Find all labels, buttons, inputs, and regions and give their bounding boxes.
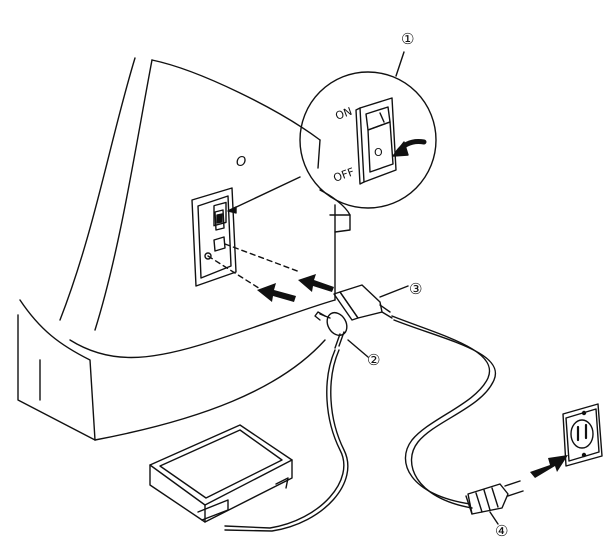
callout-2: ② (367, 351, 380, 369)
switch-on-label: ON (334, 105, 354, 123)
press-arrow-icon (392, 139, 427, 157)
foot-control-pedal (149, 424, 293, 523)
callout-1: ① (401, 30, 414, 48)
power-cord (391, 315, 497, 509)
wall-outlet (562, 403, 603, 467)
switch-magnifier (227, 71, 437, 214)
plug-arrow-icon (530, 455, 568, 478)
rocker-on-mark (379, 112, 385, 123)
callout-4: ④ (495, 522, 508, 540)
foot-control-cord (224, 349, 349, 532)
switch-rocker-mark: O (374, 146, 383, 159)
machine-plug (333, 284, 393, 321)
power-supply-plug (465, 480, 524, 515)
insertion-guides (207, 243, 301, 293)
machine-light-symbol: O (236, 155, 246, 170)
foot-control-plug (314, 311, 348, 349)
socket-panel (191, 187, 237, 287)
push-arrow-icon (257, 274, 334, 302)
sewing-machine-body (17, 57, 351, 441)
switch-off-label: OFF (332, 165, 356, 185)
callout-3: ③ (409, 280, 422, 298)
